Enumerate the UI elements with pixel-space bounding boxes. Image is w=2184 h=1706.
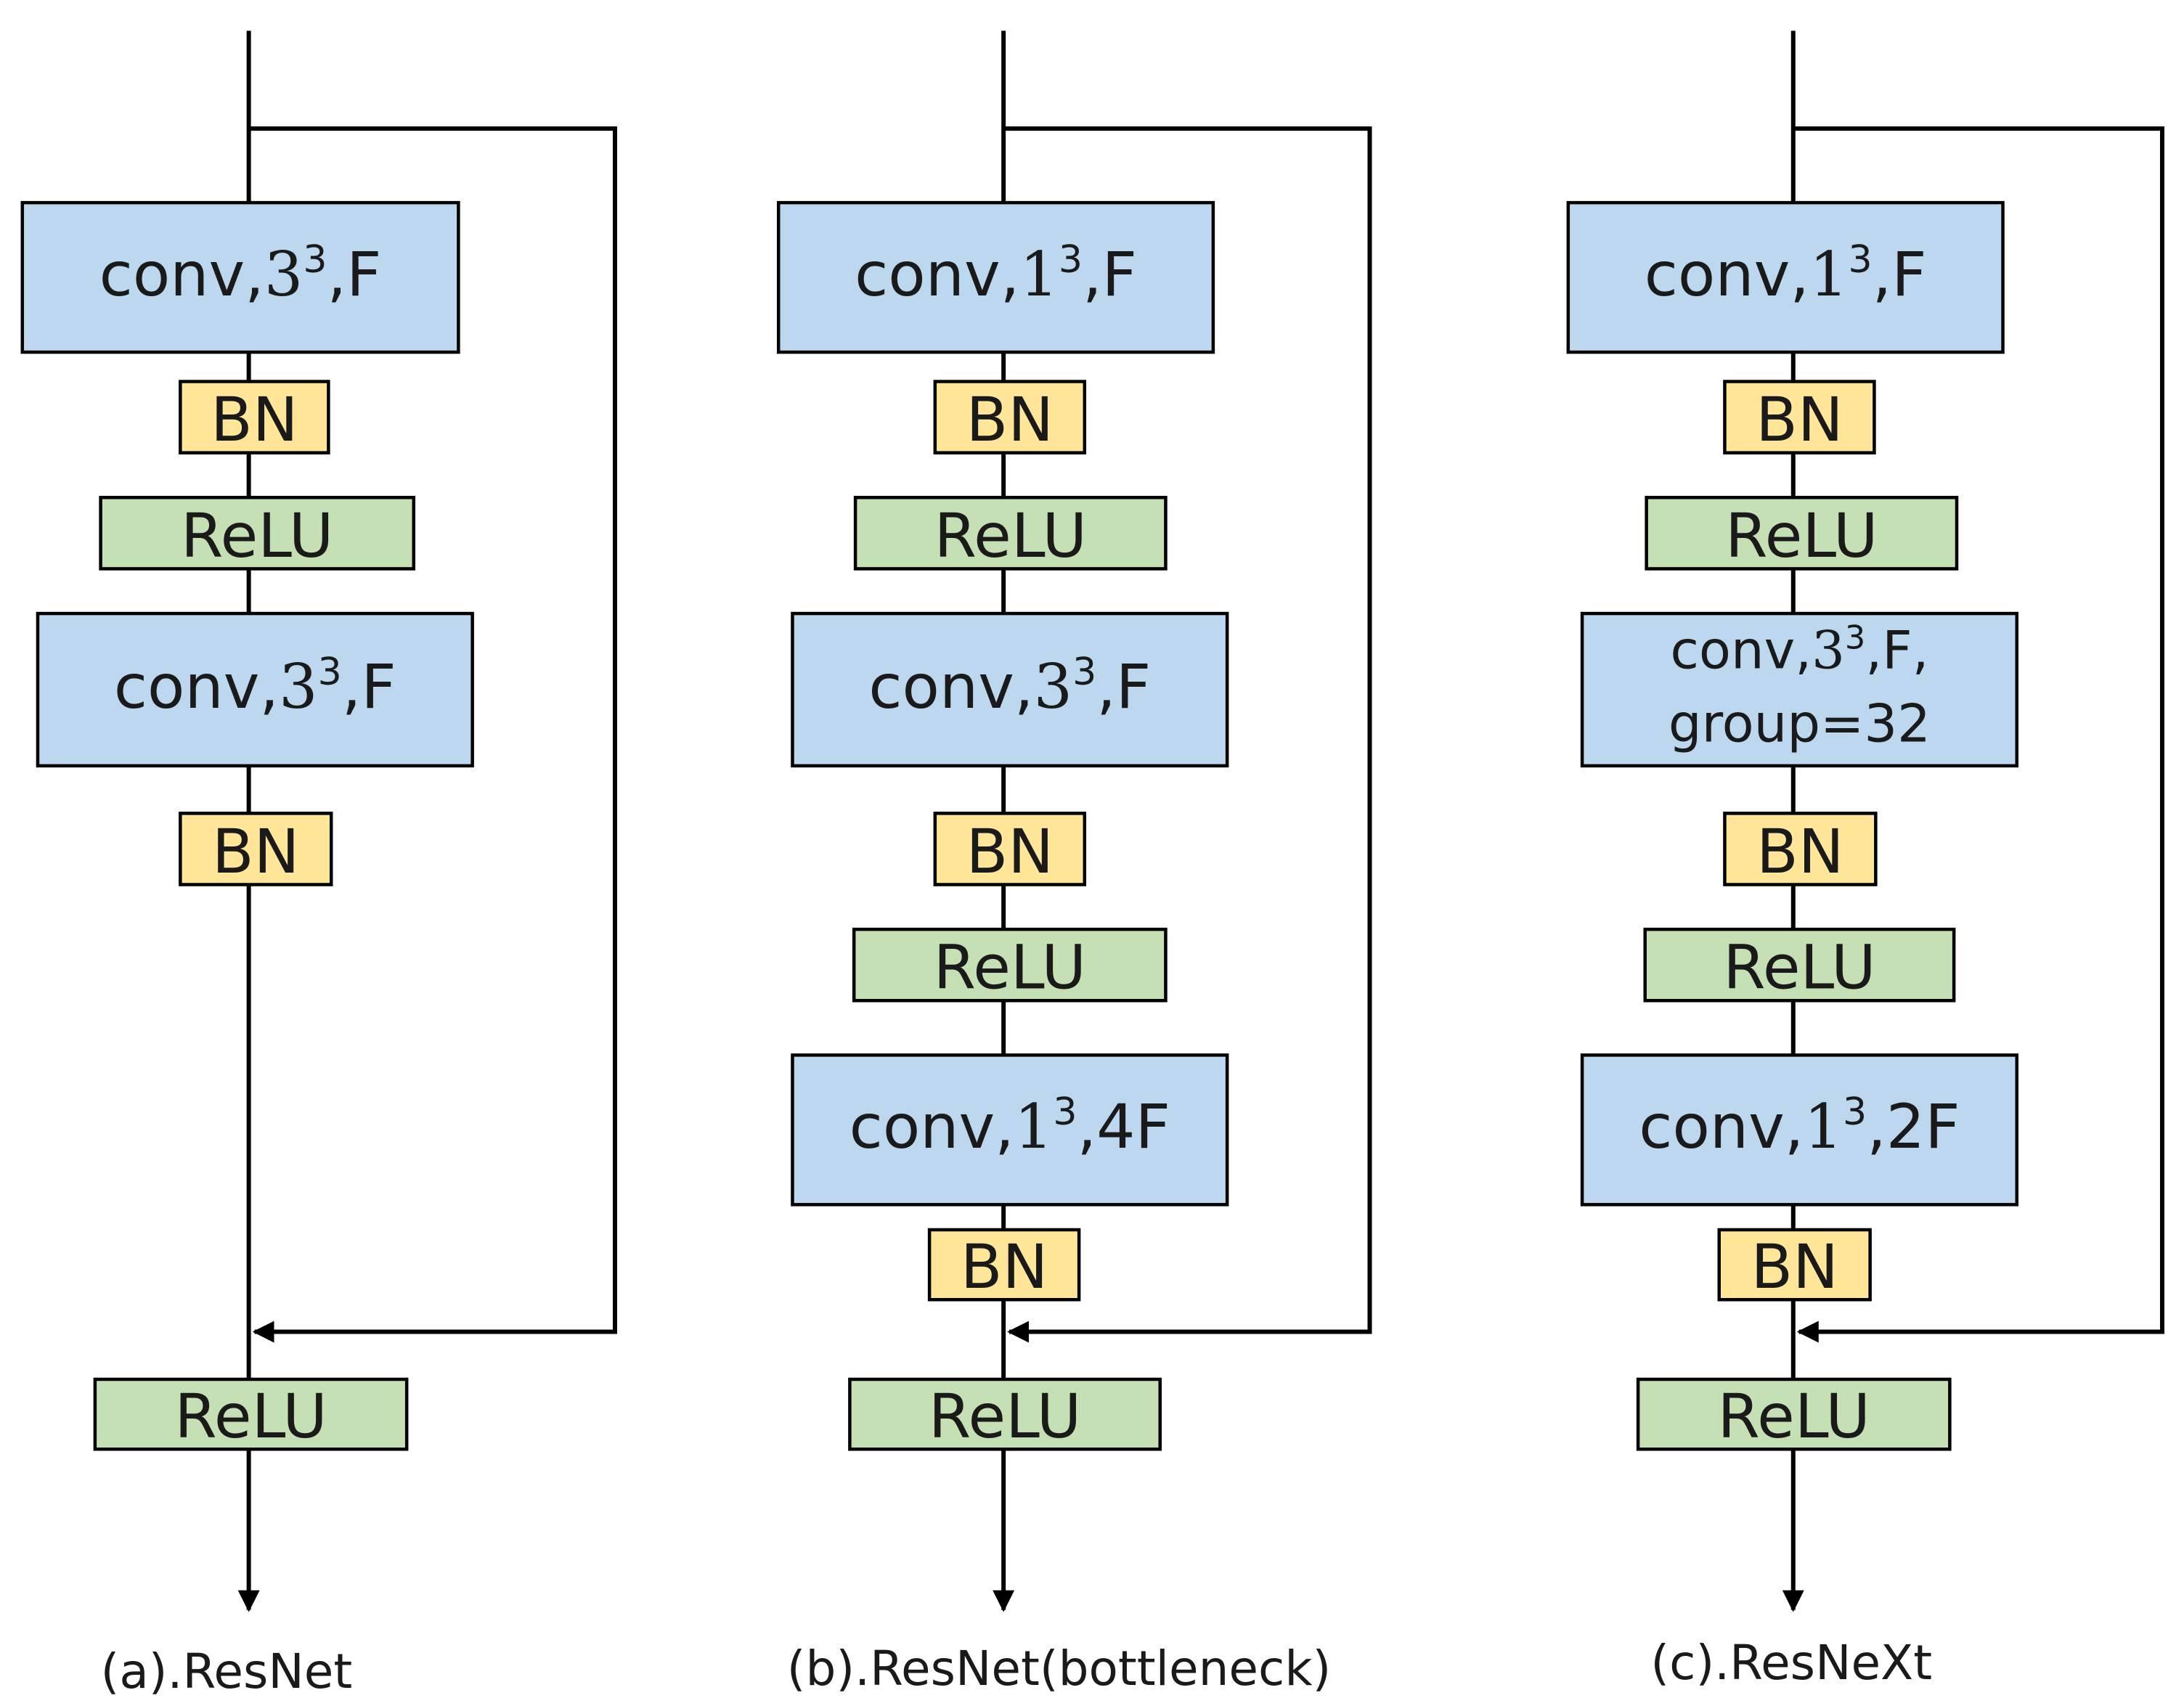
diagram-caption: (c).ResNeXt — [1650, 1635, 1932, 1691]
bn-label: BN — [1756, 816, 1843, 887]
relu-block-box — [1645, 496, 1959, 571]
diagram-caption: (a).ResNet — [101, 1644, 353, 1699]
conv-label: conv,13,2F — [1639, 1090, 1960, 1162]
conv-block-box — [776, 200, 1215, 354]
relu-label: ReLU — [929, 1381, 1081, 1452]
relu-block-box — [93, 1377, 409, 1451]
conv-label: conv,13,F — [1645, 238, 1927, 310]
skip-connection-edge — [1003, 126, 1372, 1343]
relu-block-box — [1636, 1377, 1952, 1451]
conv-label: conv,13,F — [855, 238, 1137, 310]
captions-layer: (a).ResNet (b).ResNet(bottleneck) (c).ResN… — [101, 1635, 1933, 1699]
bn-label: BN — [212, 816, 299, 887]
conv-block: conv,13,4F — [791, 1053, 1229, 1207]
conv-block: conv,13,2F — [1580, 1053, 2019, 1207]
relu-block-box — [852, 927, 1168, 1003]
bn-block: BN — [1723, 380, 1876, 455]
bn-block: BN — [1717, 1228, 1872, 1302]
conv-label: conv,33,F, — [1670, 619, 1928, 680]
conv-label: conv,33,F — [868, 650, 1151, 722]
bn-label: BN — [1756, 384, 1843, 455]
bn-block: BN — [927, 1228, 1081, 1302]
conv-block: conv,33,F — [791, 611, 1229, 768]
relu-block-box — [853, 496, 1168, 571]
bn-label: BN — [961, 1231, 1048, 1302]
relu-label: ReLU — [934, 500, 1087, 571]
relu-label: ReLU — [181, 500, 333, 571]
relu-block-box — [848, 1377, 1162, 1451]
conv-label: conv,13,4F — [849, 1090, 1170, 1162]
relu-block: ReLU — [848, 1377, 1162, 1452]
conv-block-box — [791, 611, 1229, 768]
bn-block: BN — [179, 812, 333, 887]
conv-label: conv,33,F — [99, 238, 382, 310]
bn-block: BN — [933, 380, 1087, 455]
bn-block-box — [179, 812, 333, 886]
bn-label: BN — [211, 384, 298, 455]
relu-block: ReLU — [1643, 927, 1956, 1003]
conv-block-box — [20, 200, 460, 354]
relu-label: ReLU — [1718, 1381, 1870, 1452]
conv-block-box — [1580, 1053, 2019, 1207]
conv-label: conv,33,F — [114, 650, 396, 722]
conv-block: conv,13,F — [1566, 200, 2005, 354]
conv-block-box — [36, 611, 474, 768]
relu-block: ReLU — [1636, 1377, 1952, 1452]
bn-block-box — [1717, 1228, 1872, 1302]
bn-block: BN — [179, 380, 330, 455]
bn-block-box — [933, 380, 1087, 454]
conv-group-label: group=32 — [1668, 693, 1931, 754]
relu-block-box — [99, 496, 416, 571]
relu-block: ReLU — [852, 927, 1168, 1003]
conv-block: conv,33,F — [20, 200, 460, 354]
bn-label: BN — [966, 384, 1054, 455]
conv-block: conv,33,F — [36, 611, 474, 768]
relu-block: ReLU — [853, 496, 1168, 571]
bn-block: BN — [1723, 812, 1878, 887]
bn-block-box — [1723, 812, 1878, 886]
skip-connection-edge — [1793, 126, 2164, 1343]
relu-label: ReLU — [934, 932, 1086, 1003]
relu-block: ReLU — [1645, 496, 1959, 571]
conv-block: conv,33,F, group=32 — [1580, 611, 2019, 768]
bn-block-box — [927, 1228, 1081, 1302]
skip-connection-edge — [248, 126, 617, 1343]
bn-block: BN — [933, 812, 1087, 887]
relu-block: ReLU — [99, 496, 416, 571]
conv-block: conv,13,F — [776, 200, 1215, 354]
bn-block-box — [1723, 380, 1876, 454]
conv-block-box — [1566, 200, 2005, 354]
bn-label: BN — [1751, 1231, 1838, 1302]
conv-block-box — [1580, 611, 2019, 768]
bn-block-box — [933, 812, 1087, 886]
relu-label: ReLU — [1723, 932, 1875, 1003]
blocks-layer: conv,33,F BN ReLU conv,33,F BN ReLU conv,13,F B… — [20, 200, 2019, 1452]
bn-block-box — [179, 380, 330, 454]
diagram-caption: (b).ResNet(bottleneck) — [787, 1641, 1332, 1697]
bn-label: BN — [966, 816, 1054, 887]
relu-label: ReLU — [174, 1381, 327, 1452]
relu-label: ReLU — [1725, 500, 1878, 571]
relu-block: ReLU — [93, 1377, 409, 1452]
conv-block-box — [791, 1053, 1229, 1207]
relu-block-box — [1643, 927, 1956, 1003]
